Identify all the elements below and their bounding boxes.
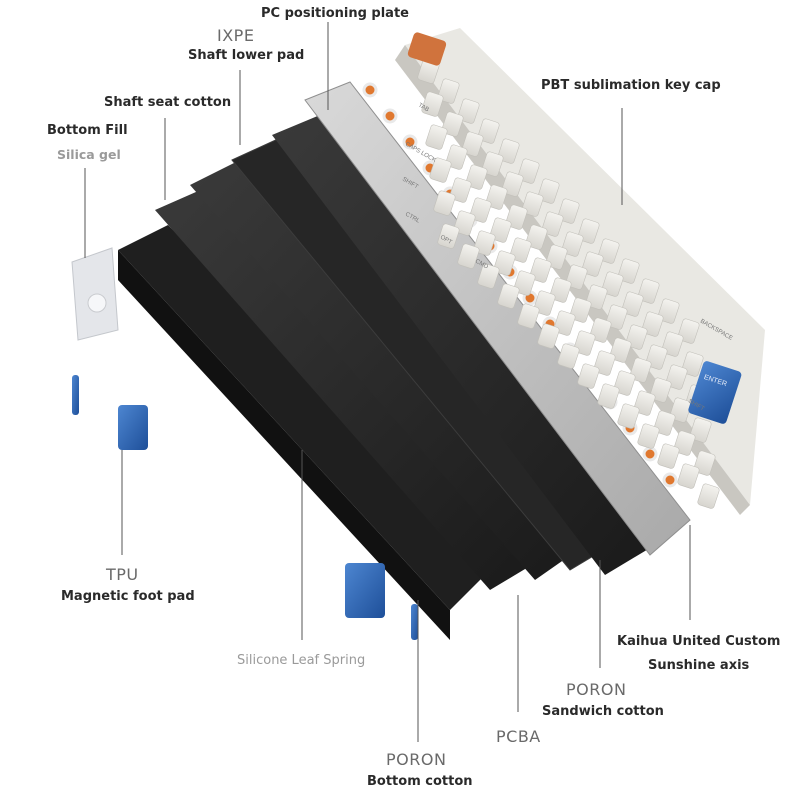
magnetic-foot-pad-right — [345, 563, 385, 618]
case-bottom-layer — [118, 225, 500, 640]
tab-legend: TAB — [417, 103, 430, 114]
label-silica-gel: Silica gel — [57, 147, 121, 162]
keycap — [577, 363, 600, 389]
poron-bottom-cotton-layer — [190, 160, 585, 580]
tpu-foot-bottom — [411, 604, 418, 640]
keycap — [425, 124, 448, 150]
label-sandwich-cotton: Sandwich cotton — [542, 704, 664, 719]
switch — [642, 446, 658, 462]
switch — [362, 82, 378, 98]
keycap — [537, 323, 560, 349]
keycap — [437, 223, 460, 249]
label-kaihua-united-custom: Kaihua United Custom — [617, 634, 781, 649]
keycap — [497, 283, 520, 309]
label-pcba: PCBA — [496, 727, 541, 746]
keycap — [429, 157, 452, 183]
label-bottom-cotton: Bottom cotton — [367, 774, 473, 789]
keycap — [637, 423, 660, 449]
keycap-grid — [417, 58, 720, 509]
keycap — [617, 403, 640, 429]
keycap — [517, 303, 540, 329]
keycap — [557, 343, 580, 369]
opt-legend: OPT — [439, 235, 453, 247]
keycap — [697, 483, 720, 509]
label-sunshine-axis: Sunshine axis — [648, 658, 750, 673]
switch — [382, 108, 398, 124]
label-silicone-leaf-spring: Silicone Leaf Spring — [237, 653, 366, 668]
keycap — [677, 463, 700, 489]
keycap — [657, 443, 680, 469]
label-poron-sandwich: PORON — [566, 680, 627, 699]
label-bottom-fill: Bottom Fill — [47, 123, 128, 138]
label-poron-bottom: PORON — [386, 750, 447, 769]
leader-lines — [84, 22, 691, 742]
magnetic-foot-pad-left — [118, 405, 148, 450]
label-pc-positioning-plate: PC positioning plate — [261, 6, 409, 21]
keycap — [477, 263, 500, 289]
bottom-fill-silica-gel — [71, 247, 119, 341]
enter-keycap — [688, 361, 742, 424]
shaft-seat-cotton-layer — [155, 188, 540, 590]
label-tpu: TPU — [106, 565, 139, 584]
keycap — [597, 383, 620, 409]
label-pbt-sublimation-key-cap: PBT sublimation key cap — [541, 78, 721, 93]
label-magnetic-foot-pad: Magnetic foot pad — [61, 589, 195, 604]
label-shaft-lower-pad: Shaft lower pad — [188, 48, 305, 63]
poron-sandwich-cotton-layer — [272, 115, 655, 575]
pc-positioning-plate — [304, 81, 691, 556]
label-ixpe: IXPE — [217, 26, 255, 45]
escape-keycap — [407, 32, 447, 66]
keycap — [421, 91, 444, 117]
switch — [662, 472, 678, 488]
keycap — [433, 190, 456, 216]
label-shaft-seat-cotton: Shaft seat cotton — [104, 95, 232, 110]
switch — [402, 134, 418, 150]
keycap — [457, 243, 480, 269]
tpu-foot-left — [72, 375, 79, 415]
